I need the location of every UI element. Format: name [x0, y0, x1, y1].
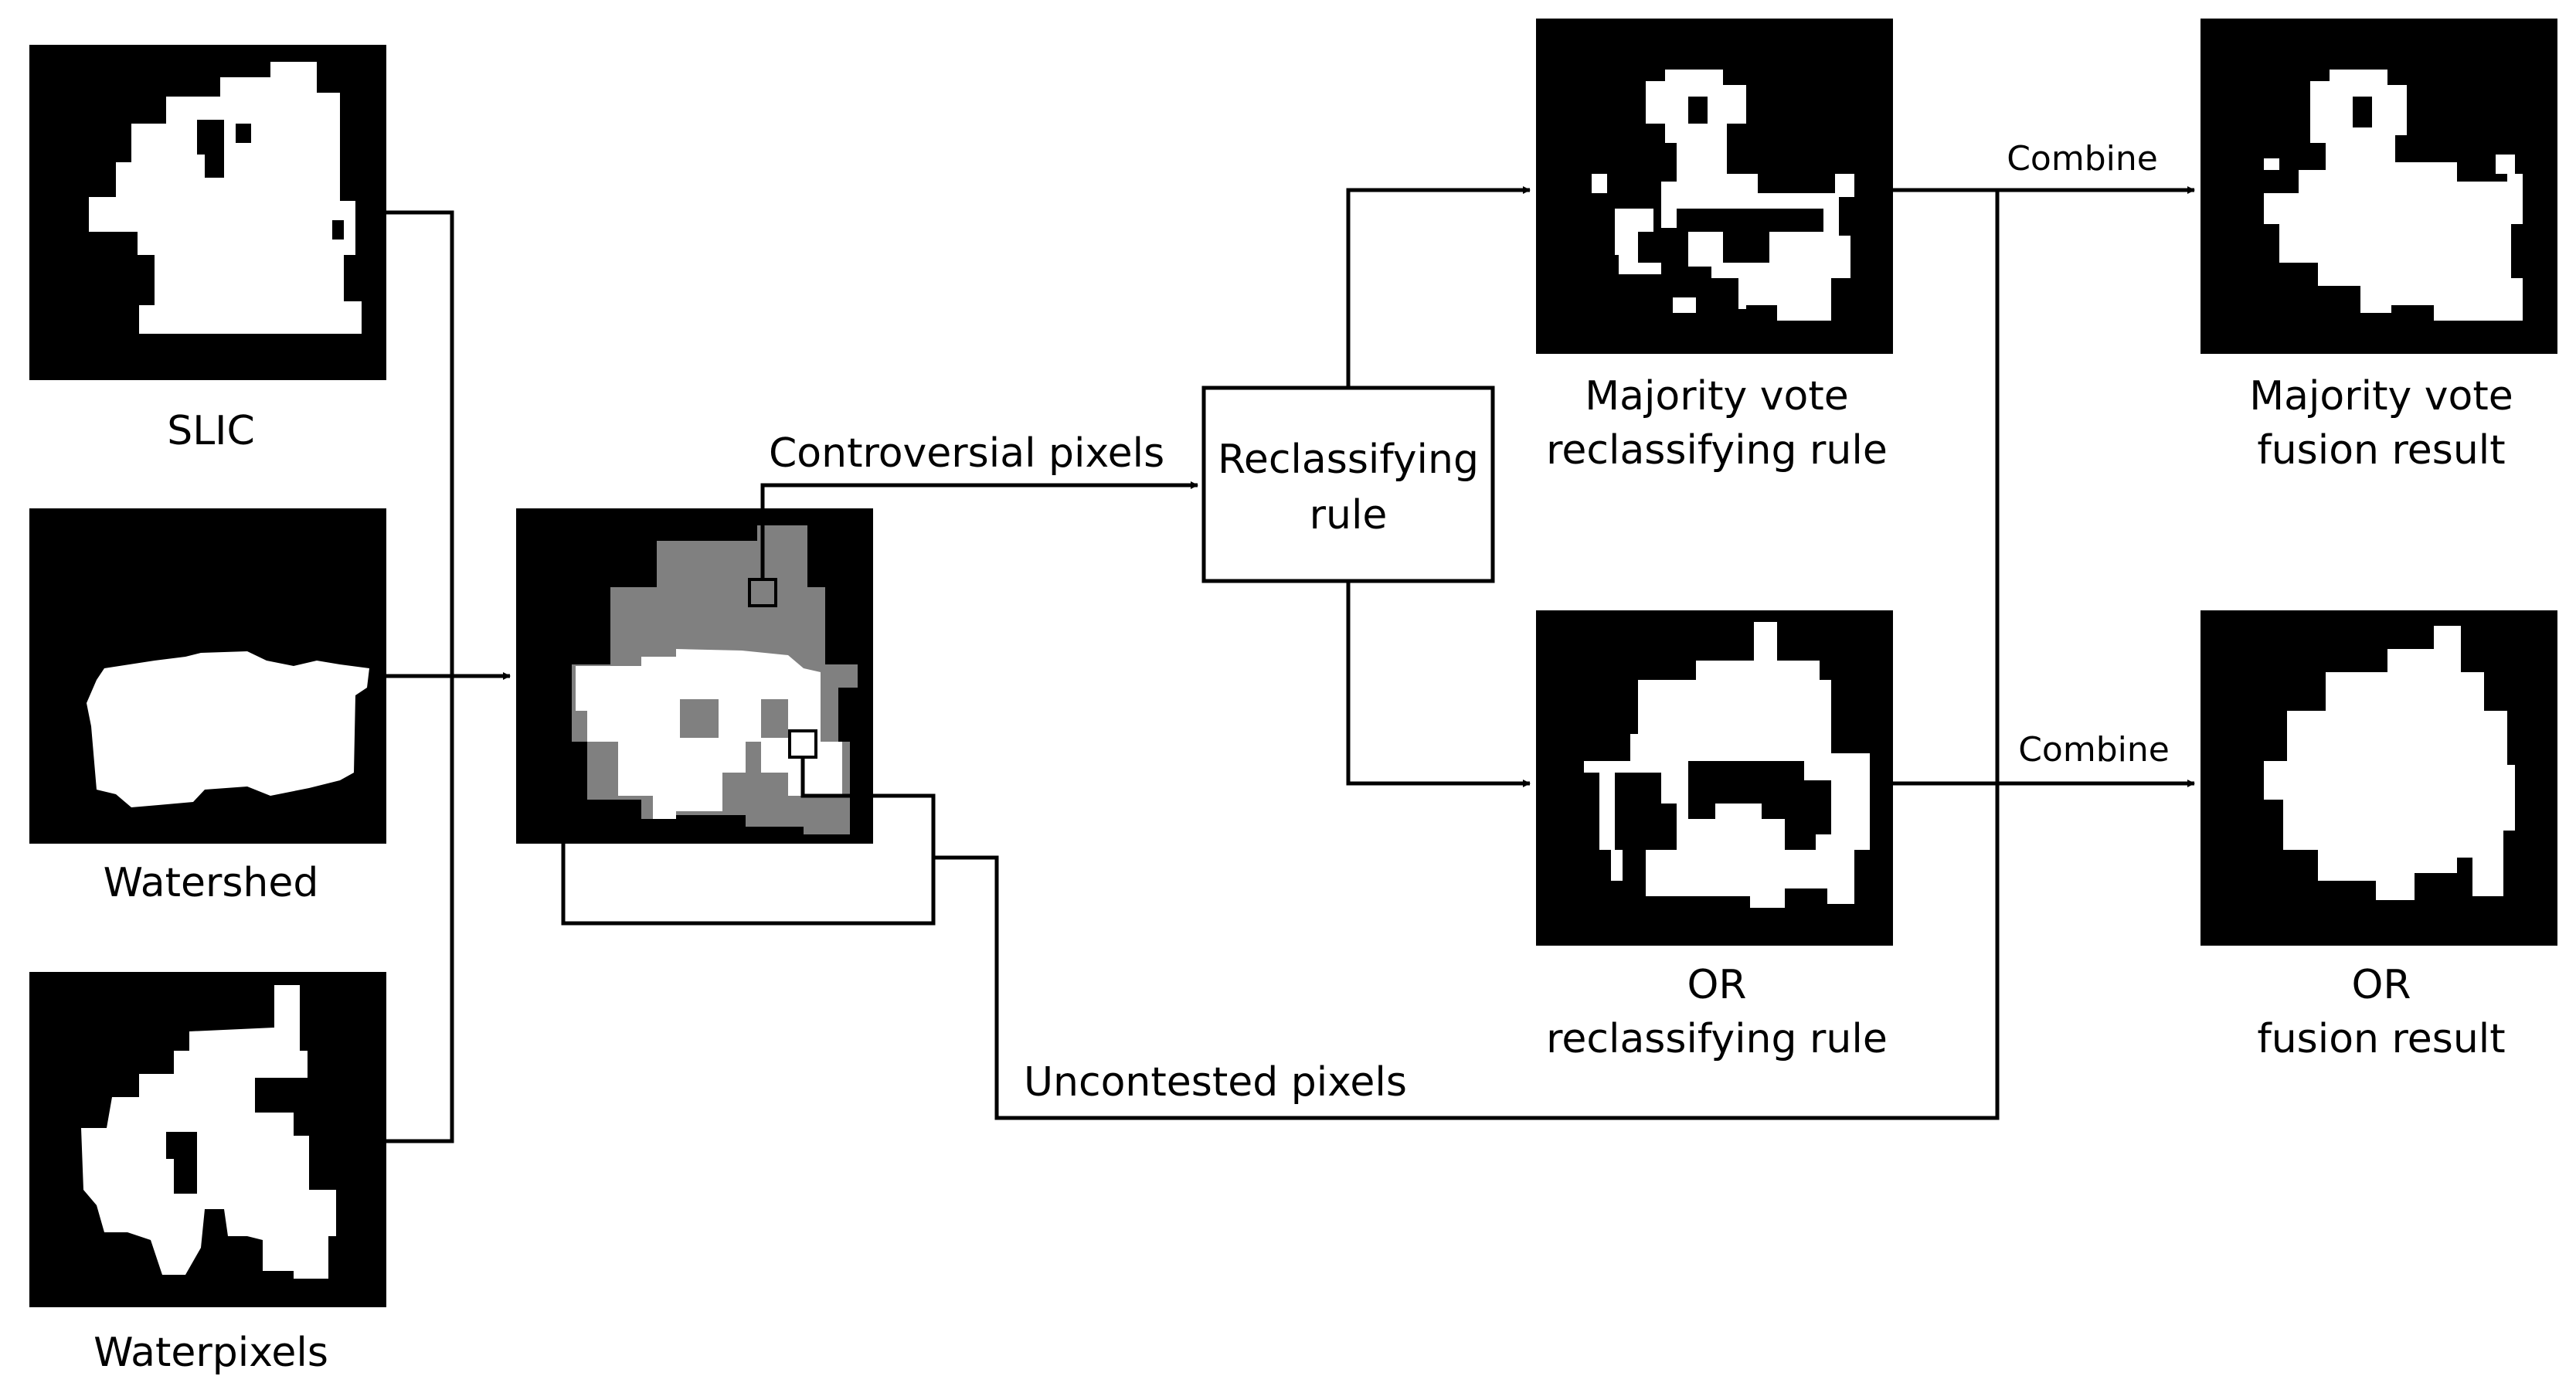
slic-label: SLIC [167, 408, 255, 454]
input-merge-connectors [386, 210, 511, 1143]
majority-vote-reclassifying-rule-label-line2: reclassifying rule [1546, 427, 1888, 474]
or-reclassifying-rule-image [1536, 610, 1893, 946]
or-fusion-result-label-line2: fusion result [2257, 1016, 2505, 1062]
combine-bottom-label: Combine [2018, 730, 2170, 770]
controversial-pixels-label: Controversial pixels [769, 430, 1164, 477]
rule-branch-connectors [1346, 186, 1531, 787]
majority-vote-reclassifying-rule-label-line1: Majority vote [1585, 373, 1848, 420]
reclassifying-rule-box: Reclassifying rule [1201, 386, 1495, 583]
uncontested-pixel-pointers [549, 190, 2000, 1120]
combined-overlap-image [516, 508, 873, 844]
or-reclassifying-rule-label-line2: reclassifying rule [1546, 1016, 1888, 1062]
majority-vote-reclassifying-rule-image [1536, 19, 1893, 354]
combine-top-label: Combine [2007, 139, 2158, 178]
majority-vote-fusion-result-label-line2: fusion result [2257, 427, 2505, 474]
or-fusion-result-label-line1: OR [2351, 962, 2411, 1008]
watershed-mask-image [29, 508, 386, 844]
watershed-label: Watershed [104, 860, 319, 906]
controversial-pixel-pointer [748, 481, 1198, 607]
waterpixels-label: Waterpixels [93, 1330, 328, 1376]
waterpixels-mask-image [29, 972, 386, 1307]
or-reclassifying-rule-label-line1: OR [1687, 962, 1746, 1008]
slic-mask-image [29, 45, 386, 380]
or-fusion-result-image [2200, 610, 2557, 946]
reclassifying-rule-label-line1: Reclassifying [1218, 437, 1479, 483]
combine-connectors [1893, 186, 2195, 787]
majority-vote-fusion-result-label-line1: Majority vote [2249, 373, 2513, 420]
majority-vote-fusion-result-image [2200, 19, 2557, 354]
uncontested-pixels-label: Uncontested pixels [1024, 1059, 1407, 1106]
reclassifying-rule-label-line2: rule [1310, 492, 1388, 539]
